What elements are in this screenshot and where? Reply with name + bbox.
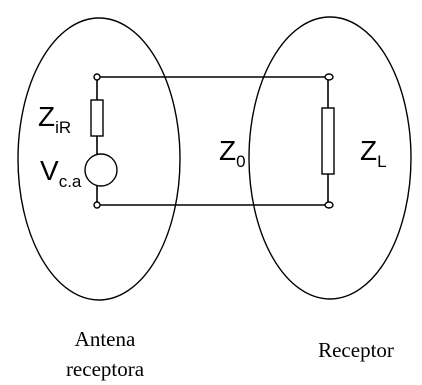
terminal-top-right	[324, 73, 334, 81]
line-impedance-main: Z	[219, 135, 236, 166]
load-impedance-sub: L	[377, 152, 386, 171]
receiver-caption: Receptor	[318, 338, 394, 362]
terminal-bottom-left	[93, 201, 101, 209]
line-impedance-sub: 0	[236, 152, 245, 171]
load-impedance-label: ZL	[360, 135, 387, 171]
source-impedance-sub: iR	[55, 118, 71, 137]
load-impedance-resistor	[321, 107, 335, 175]
source-impedance-main: Z	[38, 101, 55, 132]
receiver-region-ellipse	[248, 16, 412, 300]
antenna-region-ellipse	[17, 17, 181, 301]
source-impedance-label: ZiR	[38, 101, 71, 137]
terminal-bottom-right	[324, 201, 334, 209]
voltage-source-circle	[84, 153, 118, 187]
terminal-top-left	[93, 73, 101, 81]
source-voltage-sub: c.a	[59, 172, 82, 191]
source-voltage-label: Vc.a	[40, 155, 82, 191]
antenna-caption-line1: Antena	[75, 327, 136, 351]
source-impedance-resistor	[90, 99, 104, 137]
source-voltage-main: V	[40, 155, 59, 186]
line-impedance-label: Z0	[219, 135, 246, 171]
antenna-caption-line2: receptora	[66, 357, 145, 381]
load-impedance-main: Z	[360, 135, 377, 166]
